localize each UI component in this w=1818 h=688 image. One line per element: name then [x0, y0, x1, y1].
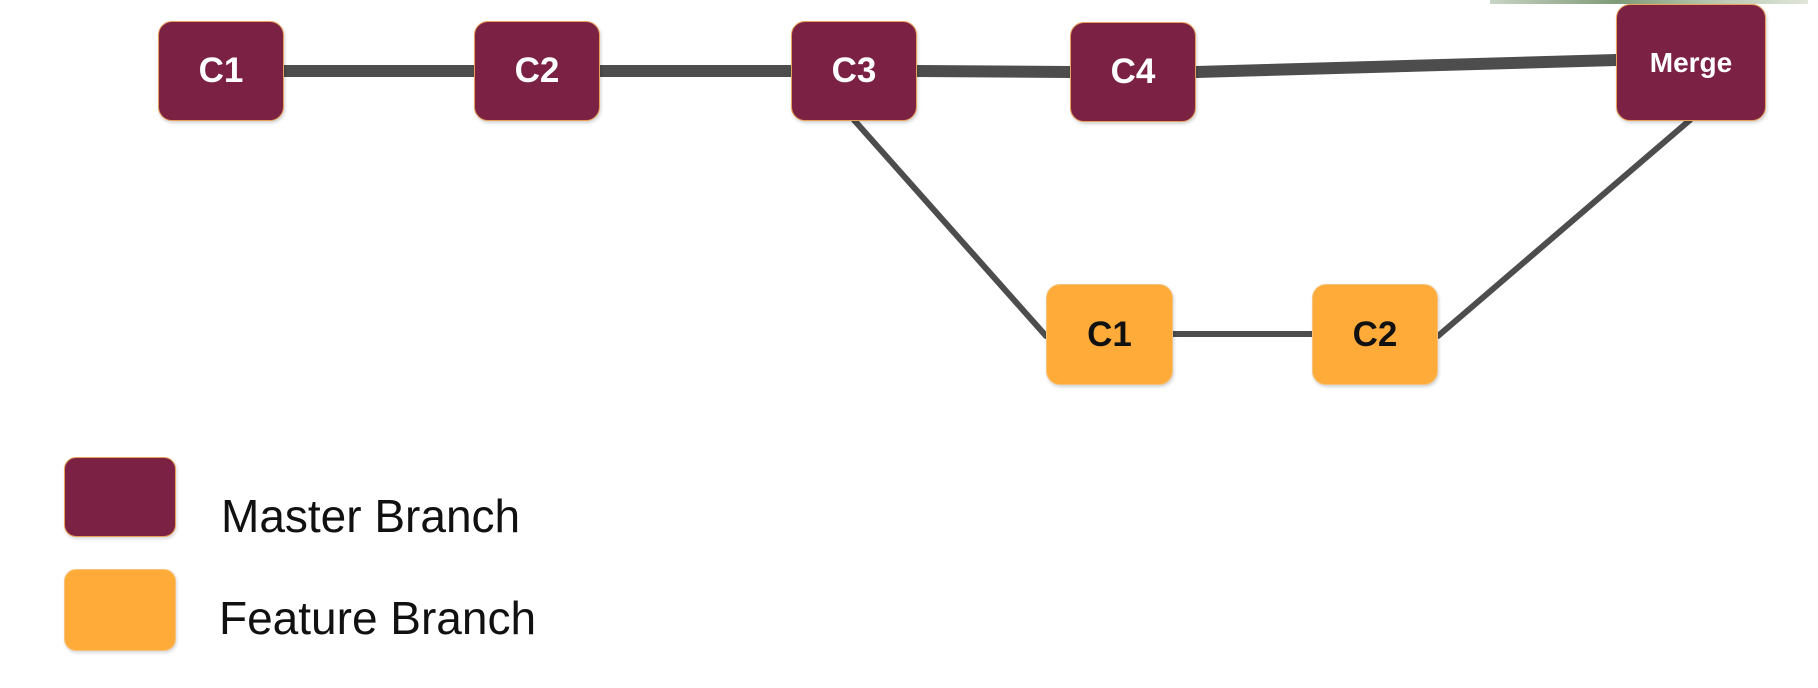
master-commit-c4: C4 [1070, 22, 1196, 122]
master-commit-c2-label: C2 [514, 51, 560, 90]
master-commit-c2: C2 [474, 21, 600, 121]
edge-master-c3-c4 [911, 65, 1076, 78]
feature-commit-c1: C1 [1046, 284, 1173, 385]
edge-feature-c2-merge [1435, 117, 1693, 339]
feature-commit-c2-label: C2 [1352, 314, 1398, 354]
master-commit-c3: C3 [791, 21, 917, 121]
edge-master-c4-merge [1190, 54, 1622, 78]
merge-commit-label: Merge [1649, 46, 1733, 78]
feature-commit-c2: C2 [1312, 284, 1438, 385]
legend-feature-swatch [64, 569, 176, 651]
legend-feature-label: Feature Branch [219, 592, 537, 644]
master-commit-c4-label: C4 [1110, 52, 1156, 91]
corner-image-strip [1490, 0, 1808, 4]
edge-master-c3-feature-c1 [851, 117, 1049, 339]
master-commit-c1-label: C1 [198, 51, 244, 90]
master-commit-c1: C1 [158, 21, 284, 121]
master-commit-c3-label: C3 [831, 51, 877, 90]
legend-master-swatch [64, 457, 176, 537]
feature-commit-c1-label: C1 [1087, 314, 1132, 354]
merge-commit: Merge [1616, 4, 1766, 121]
legend-master-label: Master Branch [221, 490, 521, 542]
